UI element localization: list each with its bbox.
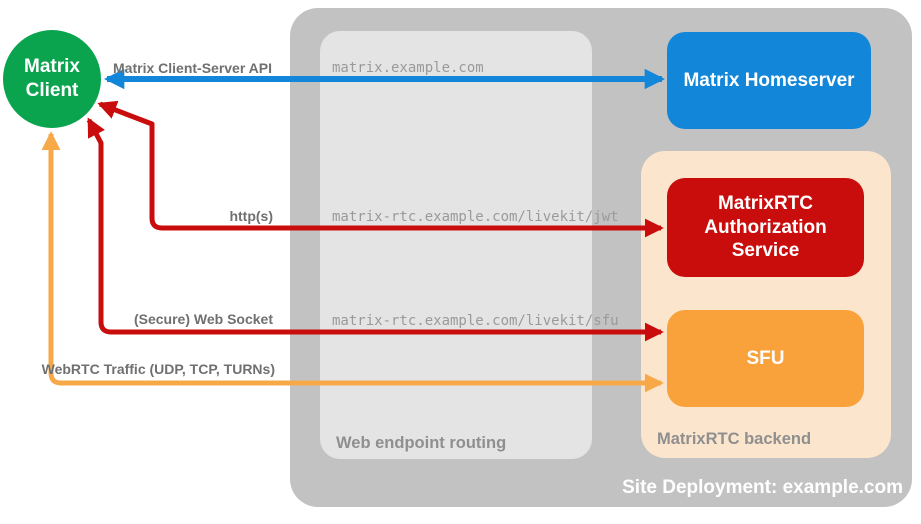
matrix-homeserver-label: Matrix Homeserver (683, 69, 855, 91)
web-endpoint-routing-box: Web endpoint routing (320, 31, 592, 459)
endpoint-livekit-sfu: matrix-rtc.example.com/livekit/sfu (332, 313, 619, 329)
matrix-client-node: Matrix Client (3, 30, 101, 128)
webrtc-traffic-label: WebRTC Traffic (UDP, TCP, TURNs) (41, 361, 275, 377)
sfu-label: SFU (746, 347, 785, 369)
matrix-client-label: Matrix Client (24, 56, 80, 101)
sfu-node: SFU (667, 310, 864, 407)
endpoint-matrix-example-com: matrix.example.com (332, 60, 484, 76)
matrixrtc-backend-label: MatrixRTC backend (657, 430, 812, 448)
secure-web-socket-label: (Secure) Web Socket (133, 311, 273, 327)
matrixrtc-authorization-service-label: MatrixRTC Authorization Service (704, 192, 827, 262)
https-label: http(s) (229, 208, 273, 224)
matrix-homeserver-node: Matrix Homeserver (667, 32, 871, 129)
matrixrtc-authorization-service-node: MatrixRTC Authorization Service (667, 178, 864, 277)
web-endpoint-routing-label: Web endpoint routing (336, 434, 507, 452)
endpoint-livekit-jwt: matrix-rtc.example.com/livekit/jwt (332, 209, 619, 225)
site-deployment-label: Site Deployment: example.com (622, 477, 903, 498)
client-server-api-label: Matrix Client-Server API (113, 60, 272, 76)
